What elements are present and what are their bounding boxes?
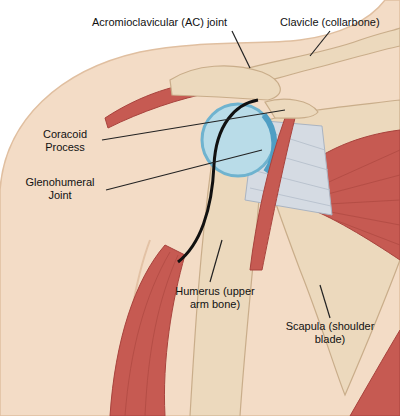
leader-line (320, 285, 330, 318)
acromion-bone (170, 66, 280, 100)
muscle (350, 330, 400, 416)
part-label: Acromioclavicular (AC) joint (92, 16, 227, 29)
leader-line (210, 240, 222, 282)
part-label: Glenohumeral Joint (14, 176, 106, 202)
part-label: Coracoid Process (30, 128, 100, 154)
muscle-fibres (125, 252, 178, 416)
coracoid-bone (265, 99, 318, 118)
leader-line (310, 31, 330, 56)
leader-lines (102, 31, 330, 318)
leader-line (232, 31, 250, 68)
biceps-muscle (110, 245, 185, 416)
leader-line (106, 150, 262, 190)
part-label: Humerus (upper arm bone) (165, 285, 265, 311)
biceps-tendon (178, 100, 258, 262)
coracobrachialis-muscle (250, 118, 295, 270)
part-label: Clavicle (collarbone) (280, 16, 380, 29)
leader-line (102, 110, 285, 140)
part-label: Scapula (shoulder blade) (280, 320, 380, 346)
